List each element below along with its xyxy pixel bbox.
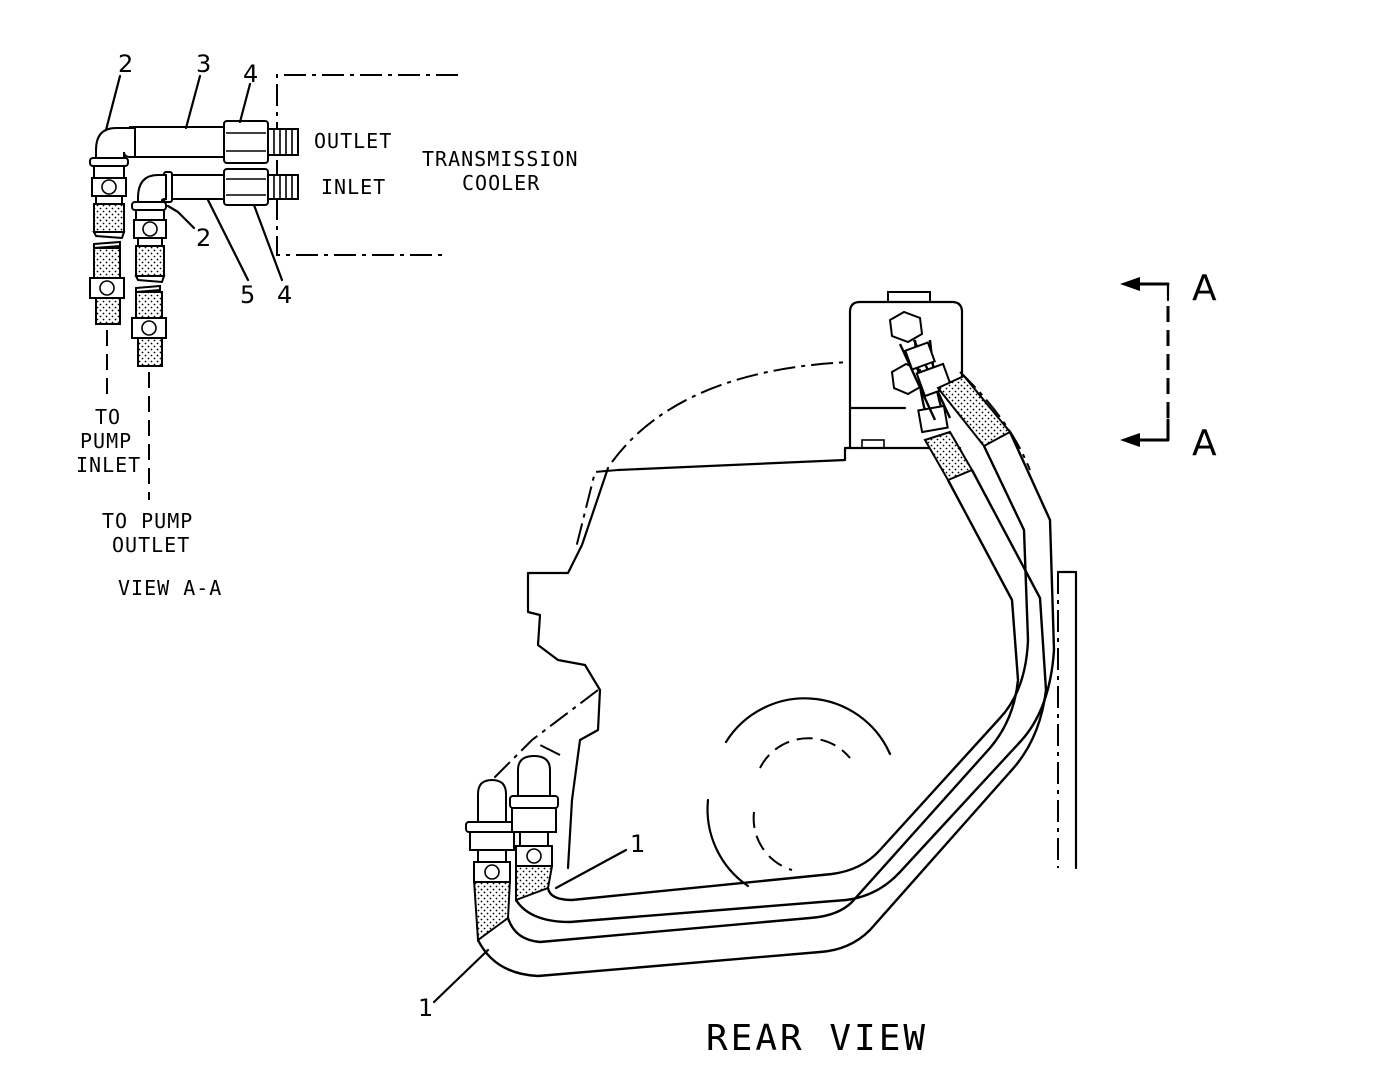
arrow-left-bottom xyxy=(1120,433,1140,447)
callout-4-top: 4 xyxy=(243,60,258,88)
pump-inlet-label-3: INLET xyxy=(76,453,141,477)
rear-view-title: REAR VIEW xyxy=(706,1018,928,1059)
view-aa-title: VIEW A-A xyxy=(118,576,222,600)
callout-2-top: 2 xyxy=(118,50,133,78)
callout-4-bottom: 4 xyxy=(277,281,292,309)
callout-5: 5 xyxy=(240,281,255,309)
section-label-bottom: A xyxy=(1192,423,1217,464)
callout-3: 3 xyxy=(196,50,211,78)
pump-outlet-label-1: TO PUMP xyxy=(102,509,193,533)
outlet-line xyxy=(89,120,299,402)
view-aa-leaders xyxy=(104,74,284,282)
cooler-label-line1: TRANSMISSION xyxy=(422,147,579,171)
pump-inlet-label-2: PUMP xyxy=(80,429,132,453)
arrow-left-top xyxy=(1120,277,1140,291)
rear-view: 1 1 A A REAR VIEW xyxy=(418,268,1217,1059)
inlet-label: INLET xyxy=(321,175,386,199)
hose-inner xyxy=(509,339,1056,924)
section-label-top: A xyxy=(1192,268,1217,309)
housing-outline xyxy=(481,446,1078,870)
inlet-line xyxy=(131,168,299,500)
pump-inlet-label-1: TO xyxy=(95,405,121,429)
view-aa: 2 3 4 2 5 4 OUTLET INLET TRANSMISSION CO… xyxy=(76,50,579,600)
outlet-label: OUTLET xyxy=(314,129,392,153)
section-line-aa xyxy=(1120,277,1170,447)
cooler-label-line2: COOLER xyxy=(462,171,540,195)
cooler-block xyxy=(848,291,964,450)
pump-outlet-label-2: OUTLET xyxy=(112,533,190,557)
pulley xyxy=(706,697,892,888)
callout-1-upper: 1 xyxy=(630,830,645,858)
callout-1-lower: 1 xyxy=(418,994,433,1022)
callout-2-mid: 2 xyxy=(196,224,211,252)
transmission-cooler-outline xyxy=(276,74,458,256)
